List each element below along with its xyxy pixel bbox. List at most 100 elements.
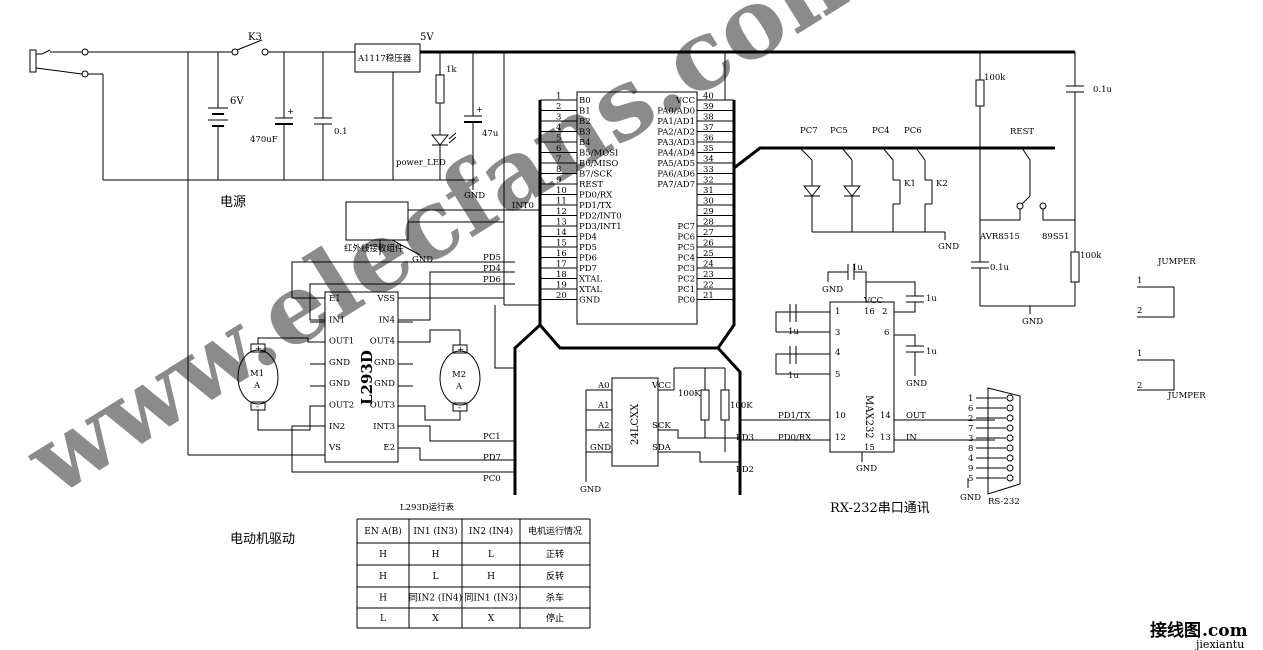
svg-text:1u: 1u [852,263,863,273]
table-title: L293D运行表 [400,502,455,513]
mcu-pin-name: PC3 [677,264,695,274]
svg-text:VCC: VCC [651,381,671,391]
mcu-pin-number: 8 [556,165,561,175]
table-header-cell: 电机运行情况 [528,525,582,537]
mcu-pin-number: 19 [556,281,567,291]
svg-text:2: 2 [1137,381,1142,391]
c470-label: 470uF [250,135,278,145]
pc0-label: PC0 [483,474,501,484]
db9-pin-number: 7 [968,424,973,434]
mcu-pin-number: 6 [556,144,561,154]
table-cell: L [488,550,494,560]
pd5-label: PD5 [483,253,501,263]
db9-pin-number: 8 [968,444,973,454]
power-section: K3 A1117稳压器 5V 6V + 470uF 0.1 [29,32,499,455]
mcu-pin-number: 21 [703,291,714,301]
motor-m2-icon [439,350,481,406]
mcu-pin-name: B3 [579,128,591,138]
db9-pin-number: 3 [968,434,973,444]
svg-text:5: 5 [835,370,840,380]
table-cell: X [488,614,495,624]
ir-gnd-label: GND [412,255,433,265]
motor-driver: L293D E1IN1OUT1GNDGNDOUT2IN2VSVSSIN4OUT4… [188,222,540,547]
l293d-pin-name: E1 [329,294,341,304]
db9-gnd-label: GND [960,493,981,503]
mcu-pin-name: PD4 [579,233,597,243]
table-cell: H [432,550,440,560]
svg-text:6: 6 [884,328,889,338]
db9-pin-number: 6 [968,404,973,414]
jumper1-label: JUMPER [1157,257,1196,267]
mcu-pin-name: PC1 [677,285,695,295]
mcu-pin-number: 23 [703,270,714,280]
reset-r-label: 100k [984,73,1006,83]
mcu-pin-number: 11 [556,197,567,207]
svg-text:1: 1 [1137,276,1142,286]
resistor-1k-icon [435,74,445,104]
power-section-title: 电源 [220,195,246,210]
mcu-pin-number: 20 [556,291,567,301]
mcu-pin-number: 37 [703,123,714,133]
pd4-label: PD4 [483,264,501,274]
mcu-pin-name: PC7 [677,222,695,232]
mcu-pin-name: B1 [579,107,591,117]
mcu-pin-number: 3 [556,113,561,123]
left-bus [513,100,542,495]
pd7-label: PD7 [483,453,501,463]
svg-text:A0: A0 [597,381,610,391]
mcu-pin-number: 1 [556,92,561,102]
eeprom: 24LCXX A0 A1 A2 GND VCC SCK SDA GND 100K… [580,367,754,495]
mcu-pin-number: 2 [556,102,561,112]
svg-text:1: 1 [1137,349,1142,359]
mcu-pin-name: PD5 [579,243,597,253]
jumper2-label: JUMPER [1167,391,1206,401]
pc7-label: PC7 [800,126,818,136]
power-led-icon [430,134,450,146]
l293d-pin-name: GND [329,358,350,368]
l293d-pin-name: GND [374,358,395,368]
rs232-label: RS-232 [988,497,1020,507]
pd0-rx-label: PD0/RX [778,433,812,443]
k2-label: K2 [936,179,948,189]
c47u-label: 47u [482,129,499,139]
ir-module-box [345,201,409,241]
mcu-pin-number: 14 [556,228,567,238]
l293d-pin-name: OUT2 [329,401,354,411]
mcu-pin-number: 30 [703,197,714,207]
l293d-pin-name: IN4 [379,315,395,325]
svg-text:GND: GND [856,464,877,474]
svg-text:12: 12 [835,433,846,443]
l293d-pin-name: VSS [376,294,395,304]
k3-label: K3 [248,32,262,43]
l293d-pin-name: VS [328,443,341,453]
svg-text:1u: 1u [926,294,937,304]
svg-text:-: - [458,403,461,413]
jumper1-icon [1170,286,1175,318]
svg-text:14: 14 [880,411,891,421]
mcu-pin-name: B5/MOSI [579,149,618,159]
svg-text:1u: 1u [926,347,937,357]
mcu-pin-number: 7 [556,155,561,165]
portc-gnd-label: GND [938,242,959,252]
svg-text:+: + [255,344,262,354]
mcu-pin-name: PD3/INT1 [579,222,622,232]
l293d-body [324,291,399,463]
max-out-label: OUT [906,411,926,421]
mcu-pin-name: B7/SCK [579,170,613,180]
svg-text:15: 15 [864,443,875,453]
jumper2-icon [1170,359,1175,391]
reset-circuit: 100k 0.1u REST AVR8515 89S51 0.1u 100k G… [971,52,1113,327]
m1-label: M1 [250,369,264,379]
db9-shell-icon [987,387,1021,495]
resistor-100k-2-icon [720,389,730,421]
table-cell: 同IN1 (IN3) [464,593,517,604]
mcu-pin-name: B4 [579,138,591,148]
mcu-pin-name: XTAL [579,275,602,285]
mcu-pin-name: PA5/AD5 [657,159,695,169]
mcu-pin-number: 24 [703,260,714,270]
l293d-pins: E1IN1OUT1GNDGNDOUT2IN2VSVSSIN4OUT4GNDGND… [310,294,413,453]
reset-resistor2-icon [1070,251,1080,283]
mcu-pin-name: PC2 [677,275,695,285]
m2-label: M2 [452,370,466,380]
mcu-pin-number: 5 [556,134,561,144]
